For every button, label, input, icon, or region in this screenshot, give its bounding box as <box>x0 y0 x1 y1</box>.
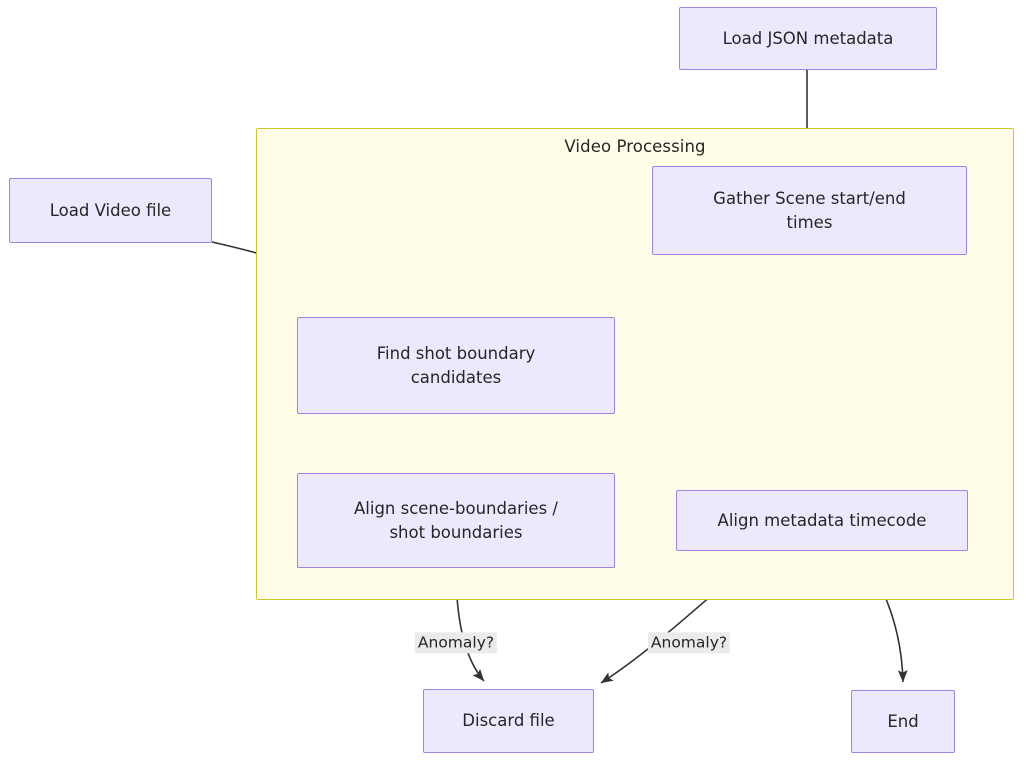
node-label: Align scene-boundaries / shot boundaries <box>353 499 558 542</box>
node-align-scene-shot-boundaries[interactable]: Align scene-boundaries / shot boundaries <box>297 473 615 568</box>
node-label: Load JSON metadata <box>722 28 894 48</box>
node-find-shot-boundary-candidates[interactable]: Find shot boundary candidates <box>297 317 615 414</box>
edge-label-e7: Anomaly? <box>647 632 731 654</box>
node-discard-file[interactable]: Discard file <box>423 689 594 753</box>
node-gather-scene-times[interactable]: Gather Scene start/end times <box>652 166 967 255</box>
node-end[interactable]: End <box>851 690 955 753</box>
node-label: Gather Scene start/end times <box>713 189 906 232</box>
node-load-video-file[interactable]: Load Video file <box>9 178 212 243</box>
node-label: End <box>887 711 919 731</box>
subgraph-label: Video Processing <box>564 137 706 156</box>
node-load-json-metadata[interactable]: Load JSON metadata <box>679 7 937 70</box>
node-label: Load Video file <box>49 200 172 220</box>
node-label: Discard file <box>462 711 555 731</box>
node-label: Find shot boundary candidates <box>376 344 536 387</box>
node-label: Align metadata timecode <box>717 510 927 530</box>
node-align-metadata-timecode[interactable]: Align metadata timecode <box>676 490 968 551</box>
edge-label-e6: Anomaly? <box>414 632 498 654</box>
